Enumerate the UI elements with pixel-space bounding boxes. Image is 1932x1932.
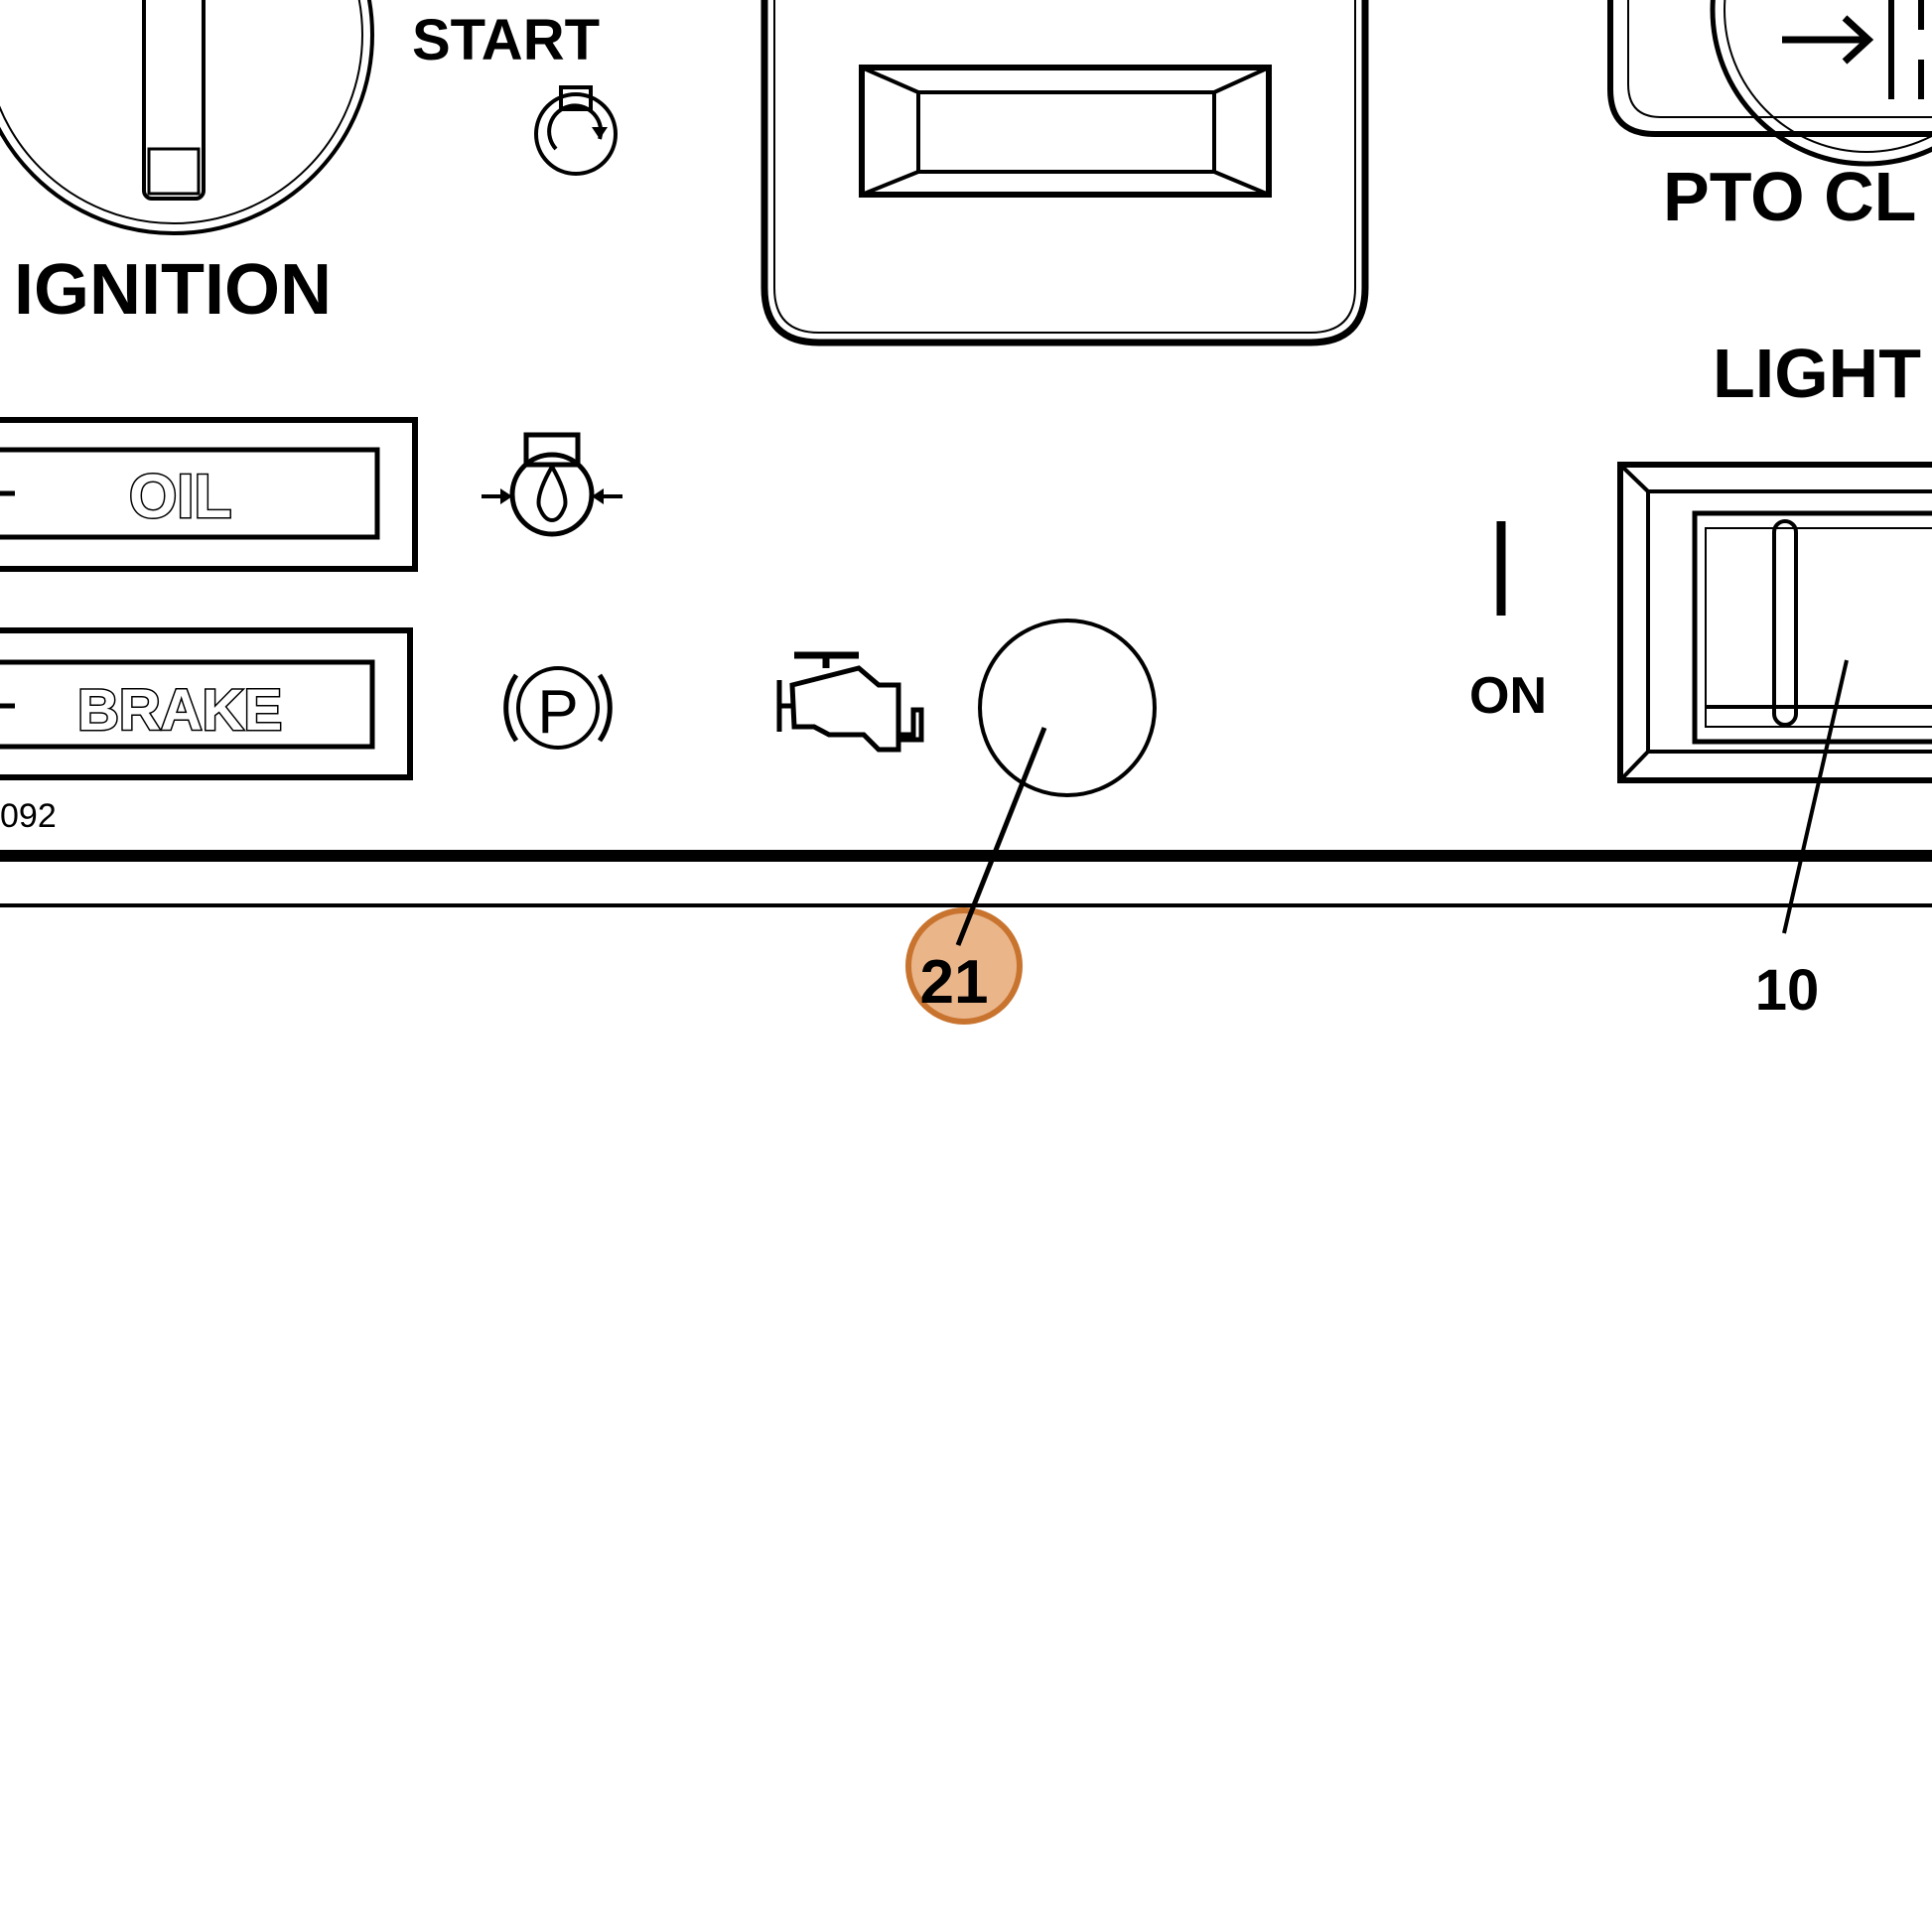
- parking-brake-icon: P: [503, 666, 613, 750]
- part-number-fragment: 092: [0, 797, 57, 835]
- brake-label: BRAKE: [77, 678, 282, 743]
- callout-21-highlight: [905, 907, 1023, 1025]
- callout-10-number: 10: [1755, 958, 1820, 1023]
- oil-pressure-icon: [482, 432, 622, 537]
- display-window: [859, 65, 1272, 198]
- svg-text:P: P: [537, 678, 578, 747]
- light-switch: LIGHT ON: [1469, 335, 1932, 783]
- ignition-outer-ring: [0, 0, 374, 235]
- start-label: START: [412, 8, 600, 72]
- parking-brake-lamp: BRAKE P: [0, 627, 613, 780]
- ignition-inner-ring: [0, 0, 363, 224]
- oil-pressure-lamp: OIL: [0, 417, 622, 572]
- oil-label: OIL: [129, 463, 231, 531]
- display-housing: [760, 0, 1369, 346]
- engine-start-icon: [534, 85, 618, 176]
- light-label: LIGHT: [1713, 335, 1921, 412]
- start-indicator: START: [412, 8, 618, 176]
- on-label: ON: [1469, 667, 1547, 725]
- ignition-switch: IGNITION: [0, 0, 374, 330]
- callout-21-number: 21: [920, 948, 989, 1017]
- callout-10-leader: [1782, 659, 1849, 934]
- ignition-key-slot: [142, 0, 206, 201]
- light-switch-rocker: [1772, 519, 1798, 727]
- engine-warning-indicator: [776, 619, 1157, 797]
- engine-icon: [776, 651, 924, 753]
- pto-switch: PTO CL: [1607, 0, 1932, 235]
- callout-21: 21: [905, 727, 1047, 1025]
- pto-label: PTO CL: [1663, 158, 1916, 235]
- engine-warning-lamp: [978, 619, 1157, 797]
- callout-10: 10: [1755, 659, 1849, 1023]
- arrow-right-icon: [1782, 15, 1874, 65]
- ignition-key-slot-end: [147, 147, 201, 196]
- ignition-label: IGNITION: [14, 250, 332, 330]
- callout-21-leader: [955, 727, 1047, 946]
